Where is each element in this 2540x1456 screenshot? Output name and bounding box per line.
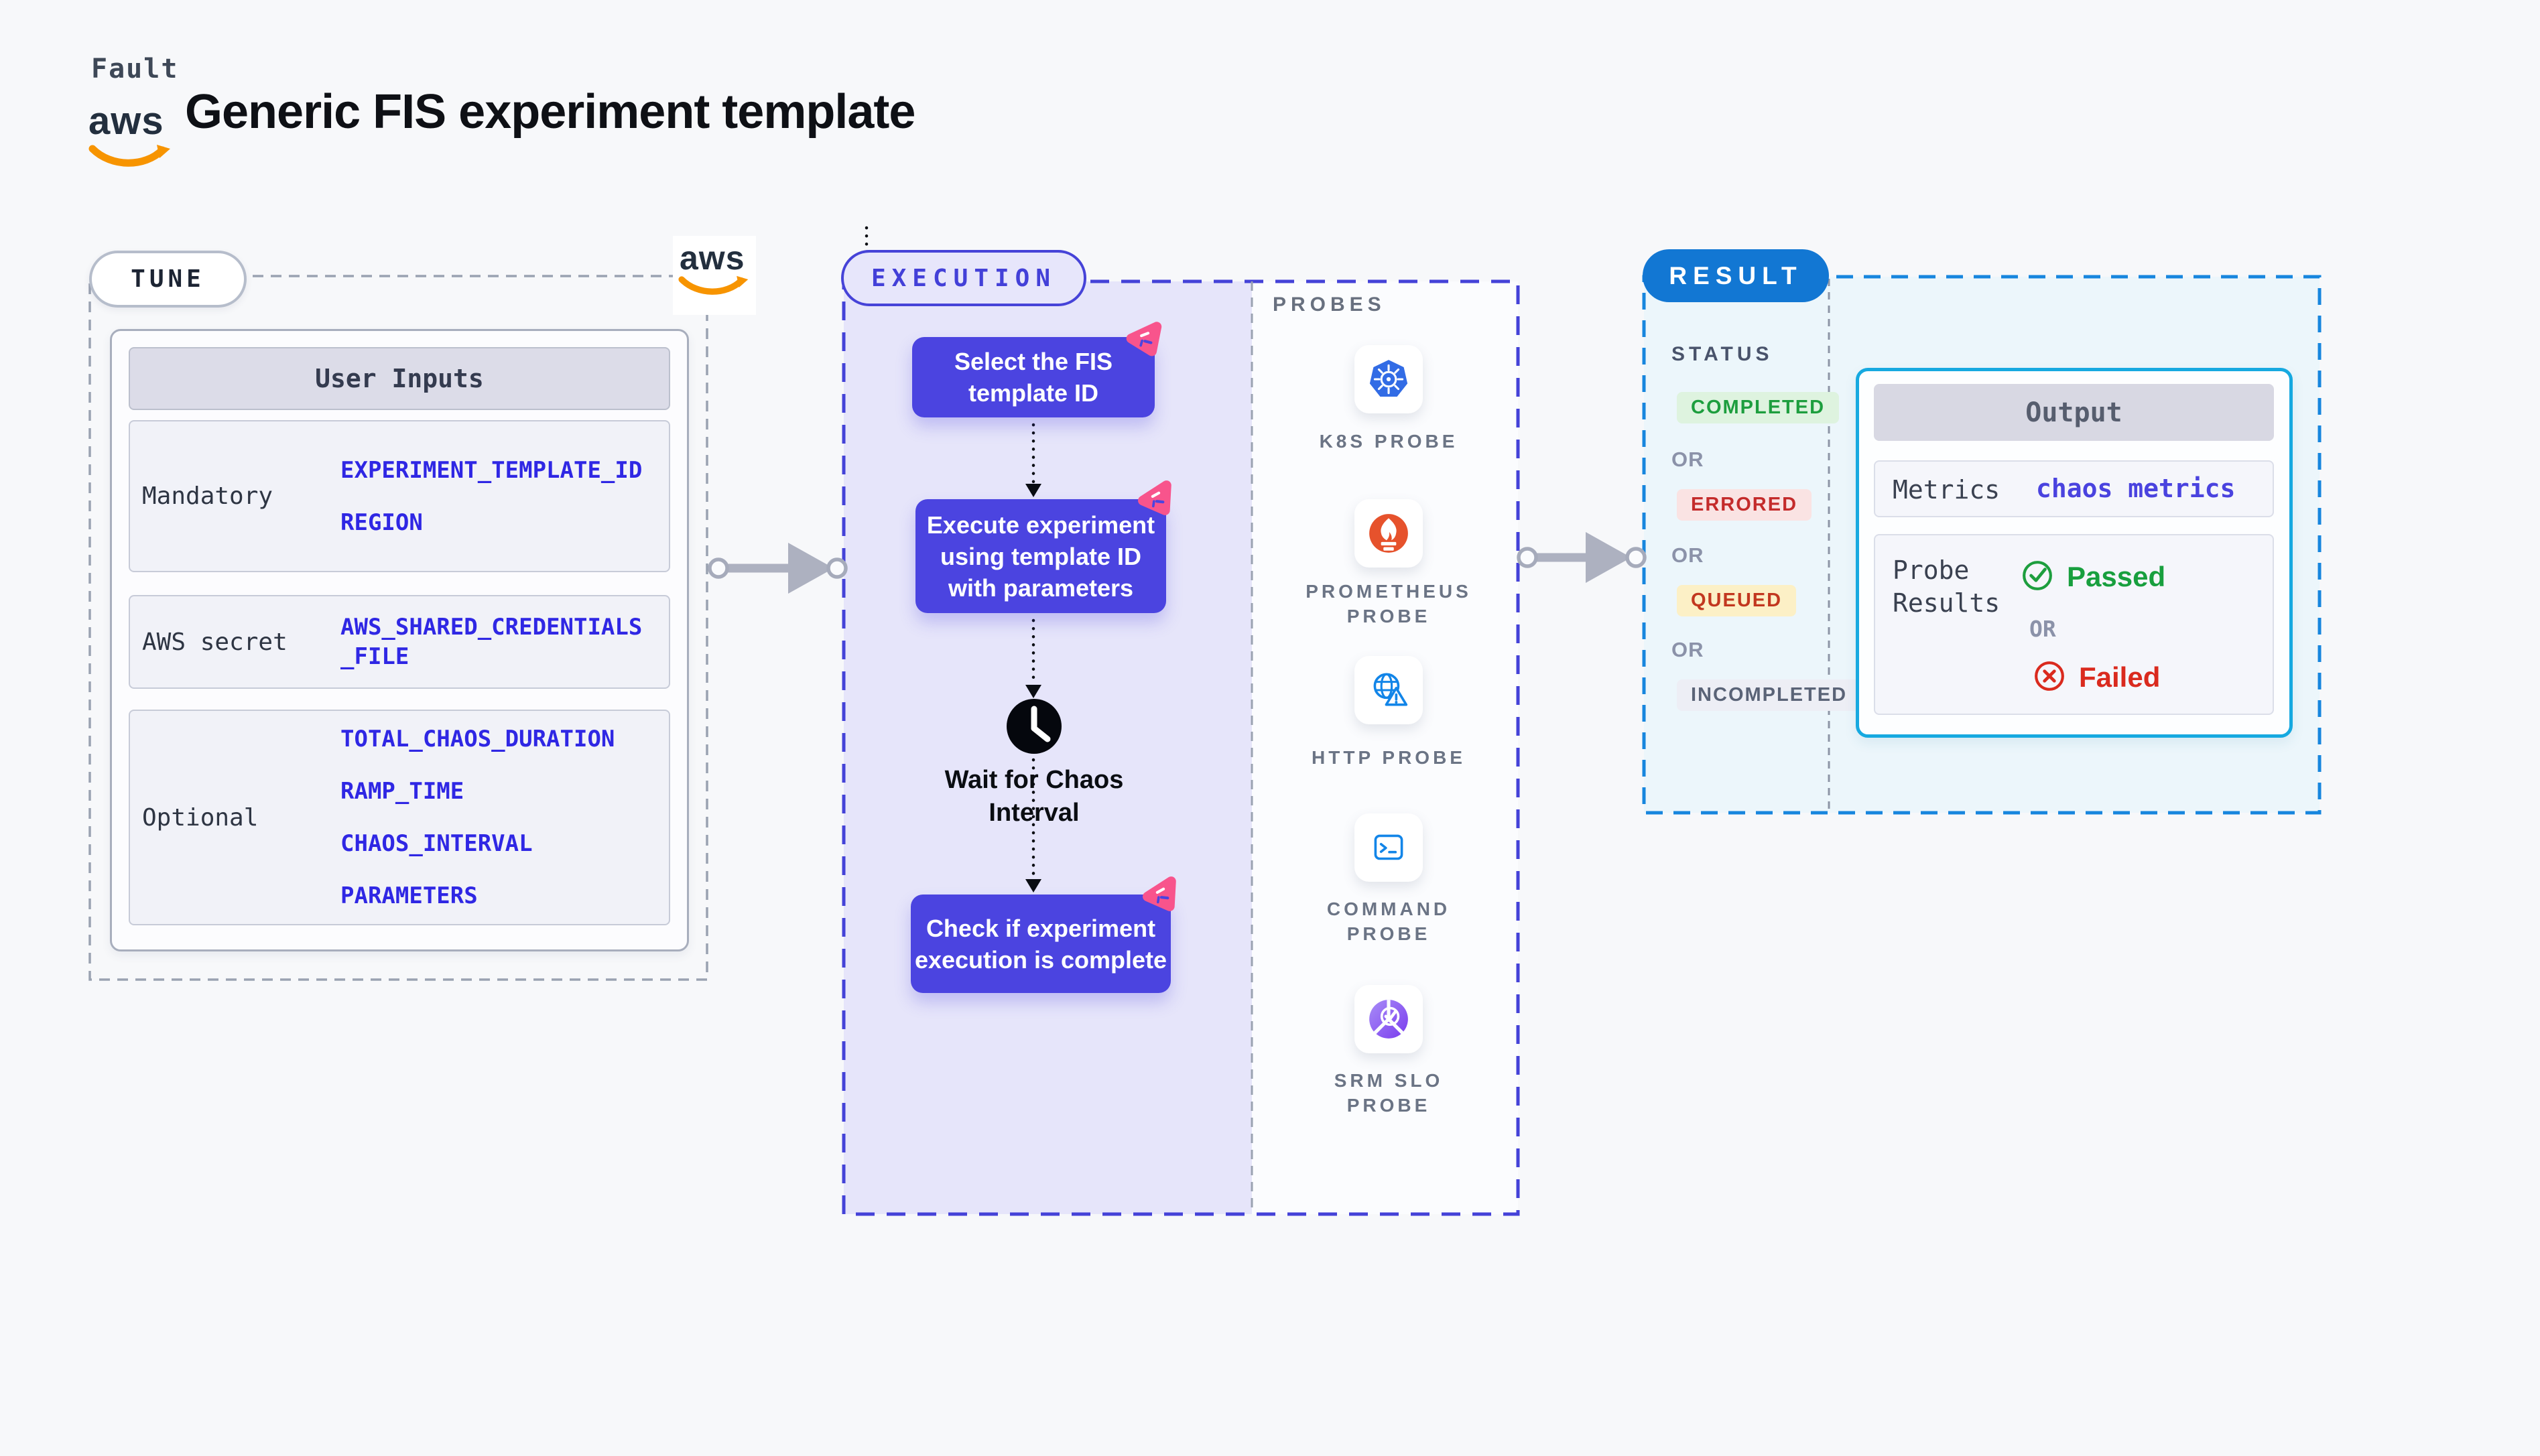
or-separator: OR	[1671, 638, 1704, 661]
step-execute-experiment: Execute experiment using template ID wit…	[915, 499, 1166, 613]
aws-logo-tune: aws	[673, 236, 756, 315]
status-badge-completed: COMPLETED	[1677, 392, 1840, 423]
flow-connector-arrowheads	[1025, 484, 1041, 892]
row-key: Probe Results	[1893, 555, 2001, 618]
aws-logo: aws	[88, 102, 176, 173]
output-header: Output	[1874, 384, 2274, 441]
output-row-metrics: Metrics chaos metrics	[1874, 460, 2274, 517]
or-separator: OR	[2029, 616, 2056, 642]
or-separator: OR	[1671, 543, 1704, 567]
x-circle-icon	[2035, 661, 2064, 691]
chaos-scenario-icon	[1143, 876, 1176, 911]
execution-section-label: EXECUTION	[841, 250, 1086, 306]
or-separator: OR	[1671, 448, 1704, 471]
probe-label-command: COMMAND PROBE	[1326, 899, 1451, 944]
step-wait-interval-label: Wait for Chaos Interval	[944, 766, 1124, 827]
flow-dotted-connectors	[865, 226, 1035, 881]
row-key: Metrics	[1893, 475, 2001, 505]
probes-section-label: PROBES	[1273, 293, 1386, 316]
output-row-probe-results: Probe Results Passed OR Failed	[1874, 534, 2274, 715]
status-badge-queued: QUEUED	[1677, 585, 1797, 616]
probe-card-prometheus	[1354, 499, 1423, 568]
step-select-template: Select the FIS template ID	[912, 337, 1155, 417]
row-value: REGION	[340, 509, 423, 536]
aws-smile-icon	[678, 275, 749, 295]
row-key: Optional	[142, 803, 259, 832]
status-header: STATUS	[1671, 343, 1773, 365]
row-value: TOTAL_CHAOS_DURATION	[340, 726, 615, 752]
row-key: AWS secret	[142, 628, 288, 656]
execution-to-result-arrow	[1517, 532, 1647, 583]
execution-dashed-border	[842, 279, 1520, 1216]
chaos-scenario-icon	[1126, 322, 1162, 356]
output-table: Output Metrics chaos metrics Probe Resul…	[1856, 368, 2293, 738]
probe-card-srm-slo	[1354, 985, 1423, 1053]
probe-result-failed: Failed	[2079, 661, 2161, 693]
metrics-value-link: chaos metrics	[2036, 474, 2236, 503]
row-key: Mandatory	[142, 482, 273, 510]
probes-area	[1252, 281, 1518, 1214]
probe-card-command	[1354, 813, 1423, 882]
brand-label: Fault	[91, 54, 179, 84]
terminal-icon	[1374, 834, 1403, 860]
http-globe-icon	[1373, 673, 1408, 706]
probe-card-http	[1354, 656, 1423, 724]
tune-to-execution-arrow	[708, 543, 848, 594]
tune-dashed-border	[88, 275, 708, 981]
row-value: EXPERIMENT_TEMPLATE_ID	[340, 456, 643, 484]
prometheus-icon	[1369, 514, 1408, 553]
table-row-aws-secret: AWS secret AWS_SHARED_CREDENTIALS _FILE	[129, 595, 670, 689]
probe-label-http: HTTP PROBE	[1312, 747, 1466, 768]
check-circle-icon	[2023, 561, 2052, 590]
table-row-optional: Optional TOTAL_CHAOS_DURATION RAMP_TIME …	[129, 710, 670, 925]
tune-section-label: TUNE	[89, 251, 247, 308]
row-value: RAMP_TIME	[340, 778, 464, 805]
page-title: Generic FIS experiment template	[185, 85, 915, 139]
probe-label-k8s: K8S PROBE	[1319, 431, 1458, 452]
row-value: PARAMETERS	[340, 882, 478, 909]
status-badge-errored: ERRORED	[1677, 489, 1812, 521]
table-row-mandatory: Mandatory EXPERIMENT_TEMPLATE_ID REGION	[129, 420, 670, 572]
probe-card-k8s	[1354, 345, 1423, 413]
kubernetes-icon	[1369, 360, 1408, 397]
aws-logo-text: aws	[88, 99, 164, 143]
step-check-complete: Check if experiment execution is complet…	[911, 895, 1171, 993]
user-inputs-table: User Inputs Mandatory EXPERIMENT_TEMPLAT…	[110, 329, 689, 951]
user-inputs-header: User Inputs	[129, 347, 670, 410]
aws-logo-text: aws	[680, 239, 745, 277]
status-badge-incompleted: INCOMPLETED	[1677, 679, 1862, 711]
clock-icon	[1007, 699, 1062, 754]
probe-label-prometheus: PROMETHEUS PROBE	[1306, 581, 1472, 626]
probe-result-passed: Passed	[2067, 561, 2166, 592]
chaos-scenario-icon	[1138, 480, 1171, 515]
row-value: CHAOS_INTERVAL	[340, 830, 533, 857]
aws-smile-icon	[88, 145, 170, 167]
result-section-label: RESULT	[1643, 249, 1829, 302]
row-value: AWS_SHARED_CREDENTIALS _FILE	[340, 614, 643, 670]
slo-check-icon	[1369, 1000, 1408, 1039]
probe-label-srm-slo: SRM SLO PROBE	[1334, 1070, 1444, 1116]
